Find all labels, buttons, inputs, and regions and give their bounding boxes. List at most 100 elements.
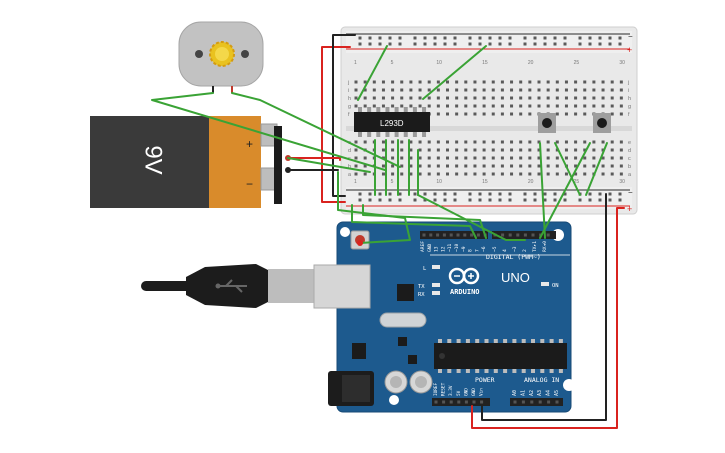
breadboard-hole[interactable] [436,156,440,160]
wire-green-rail-2[interactable] [422,45,487,100]
breadboard-hole[interactable] [473,148,477,152]
breadboard-hole[interactable] [546,88,550,92]
breadboard-hole[interactable] [510,96,514,100]
breadboard-hole[interactable] [555,164,559,168]
breadboard-hole[interactable] [446,156,449,160]
breadboard-hole[interactable] [436,172,440,176]
header-socket[interactable] [521,400,525,404]
rail-hole[interactable] [533,198,537,202]
rail-hole[interactable] [423,192,427,196]
breadboard-hole[interactable] [446,104,449,108]
breadboard-hole[interactable] [555,88,559,92]
breadboard-hole[interactable] [601,96,605,100]
breadboard-hole[interactable] [381,104,385,108]
breadboard-hole[interactable] [418,156,422,160]
push-button-2-cap[interactable] [597,118,607,128]
breadboard-hole[interactable] [574,112,578,116]
breadboard-hole[interactable] [601,156,605,160]
breadboard-hole[interactable] [409,156,413,160]
header-socket[interactable] [429,233,433,237]
breadboard-hole[interactable] [354,172,358,176]
breadboard-hole[interactable] [528,104,532,108]
breadboard-hole[interactable] [372,80,376,84]
rail-hole[interactable] [358,192,362,196]
breadboard-hole[interactable] [564,148,568,152]
header-socket[interactable] [442,400,446,404]
breadboard-hole[interactable] [528,140,532,144]
breadboard-hole[interactable] [574,140,578,144]
rail-hole[interactable] [543,198,547,202]
rail-hole[interactable] [478,36,482,40]
breadboard-hole[interactable] [583,80,587,84]
breadboard-hole[interactable] [537,104,541,108]
rail-hole[interactable] [453,198,457,202]
rail-hole[interactable] [523,36,527,40]
breadboard-hole[interactable] [519,112,523,116]
breadboard-hole[interactable] [436,88,440,92]
breadboard-hole[interactable] [446,96,449,100]
rail-hole[interactable] [423,36,427,40]
breadboard-hole[interactable] [601,88,605,92]
breadboard-hole[interactable] [482,148,486,152]
rail-hole[interactable] [358,198,362,202]
rail-hole[interactable] [378,42,382,46]
breadboard-hole[interactable] [363,140,367,144]
breadboard-hole[interactable] [564,112,568,116]
rail-hole[interactable] [358,42,362,46]
breadboard-hole[interactable] [473,156,477,160]
rail-hole[interactable] [368,192,372,196]
rail-hole[interactable] [413,198,417,202]
breadboard-hole[interactable] [574,164,578,168]
breadboard-hole[interactable] [381,148,385,152]
rail-hole[interactable] [588,198,592,202]
breadboard-hole[interactable] [555,172,559,176]
breadboard-hole[interactable] [418,172,422,176]
header-socket[interactable] [476,233,480,237]
breadboard-hole[interactable] [400,164,404,168]
rail-hole[interactable] [443,198,447,202]
breadboard-hole[interactable] [409,172,413,176]
breadboard-hole[interactable] [574,80,578,84]
breadboard-hole[interactable] [446,164,449,168]
rail-hole[interactable] [523,192,527,196]
breadboard-hole[interactable] [500,156,504,160]
breadboard-hole[interactable] [546,148,550,152]
header-socket[interactable] [463,233,467,237]
breadboard-hole[interactable] [354,104,358,108]
breadboard-hole[interactable] [354,96,358,100]
rail-hole[interactable] [563,36,567,40]
breadboard-hole[interactable] [427,172,431,176]
breadboard-hole[interactable] [446,80,449,84]
breadboard-hole[interactable] [583,96,587,100]
rail-hole[interactable] [378,198,382,202]
rail-hole[interactable] [443,192,447,196]
rail-hole[interactable] [618,36,622,40]
breadboard-hole[interactable] [354,164,358,168]
breadboard-hole[interactable] [381,80,385,84]
breadboard-hole[interactable] [455,88,459,92]
rail-hole[interactable] [413,42,417,46]
header-socket[interactable] [530,400,534,404]
wire-red-rail-left[interactable] [321,46,351,203]
breadboard-hole[interactable] [574,96,578,100]
breadboard-hole[interactable] [391,80,395,84]
breadboard-hole[interactable] [464,88,468,92]
breadboard-hole[interactable] [519,96,523,100]
rail-hole[interactable] [433,42,437,46]
breadboard-hole[interactable] [555,104,559,108]
breadboard-hole[interactable] [491,80,495,84]
rail-hole[interactable] [398,36,402,40]
breadboard-hole[interactable] [473,112,477,116]
rail-hole[interactable] [398,192,402,196]
rail-hole[interactable] [433,192,437,196]
rail-hole[interactable] [598,192,602,196]
breadboard-hole[interactable] [574,148,578,152]
header-socket[interactable] [449,400,453,404]
breadboard-hole[interactable] [510,140,514,144]
header-socket[interactable] [456,233,460,237]
breadboard-hole[interactable] [473,164,477,168]
breadboard-hole[interactable] [528,172,532,176]
header-socket[interactable] [501,233,505,237]
rail-hole[interactable] [478,198,482,202]
